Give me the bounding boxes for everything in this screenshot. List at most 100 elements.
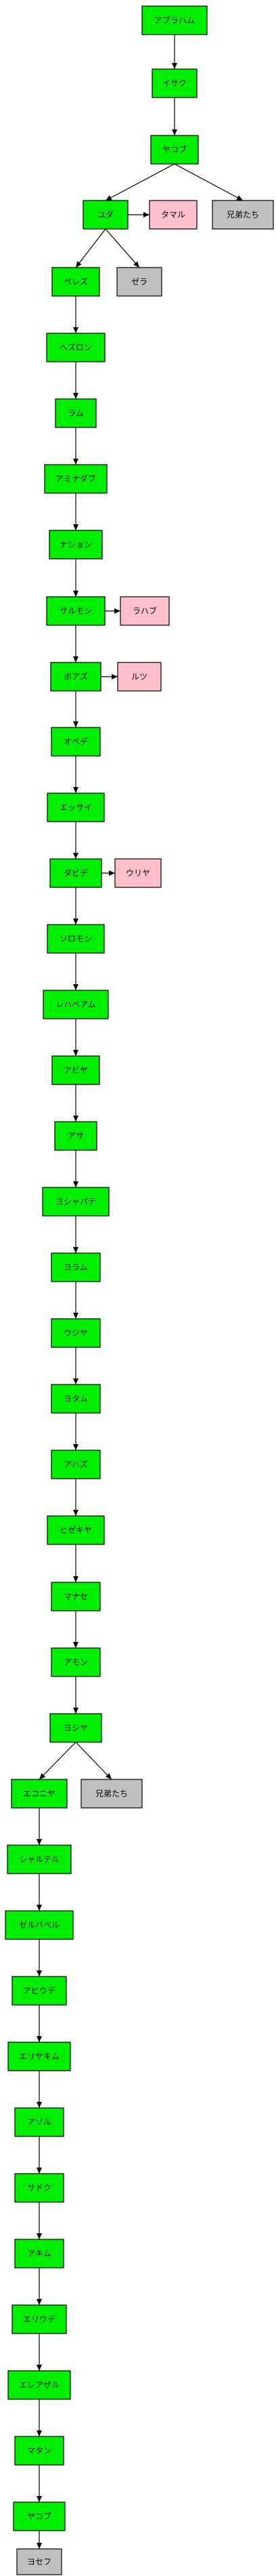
node-box: [47, 924, 105, 954]
node-label: ウジヤ: [64, 1328, 88, 1338]
node-label: ダビデ: [64, 868, 88, 878]
node-box: [149, 200, 198, 230]
node-matthan: マタン: [14, 2436, 64, 2466]
node-ram: ラム: [55, 398, 97, 428]
node-label: エコニヤ: [23, 1789, 55, 1798]
node-label: マタン: [27, 2446, 51, 2455]
node-zadok: サドク: [14, 2173, 64, 2203]
node-label: アハズ: [64, 1459, 88, 1469]
node-box: [54, 1121, 97, 1151]
node-box: [46, 333, 106, 362]
node-label: ラハブ: [133, 606, 157, 616]
node-label: ヨシャパテ: [55, 1197, 96, 1206]
node-label: アモン: [64, 1657, 88, 1667]
node-abijah: アビヤ: [51, 1055, 100, 1085]
node-eliakim: エリヤキム: [7, 2042, 71, 2071]
node-label: アブラハム: [154, 15, 195, 25]
node-box: [14, 2107, 64, 2137]
node-box: [51, 727, 101, 757]
node-label: イサク: [162, 79, 187, 88]
node-abiud: アビウデ: [12, 1976, 67, 2006]
node-box: [212, 200, 274, 230]
node-ruth: ルツ: [117, 662, 162, 692]
node-label: エリウデ: [23, 2314, 55, 2324]
node-box: [47, 1515, 105, 1545]
node-label: ナション: [60, 540, 92, 549]
node-label: ゼルバベル: [19, 1920, 60, 1930]
node-label: ヤコブ: [162, 144, 187, 154]
node-box: [42, 1187, 110, 1217]
node-joseph: ヨセフ: [16, 2548, 62, 2575]
node-isaac: イサク: [152, 68, 198, 98]
node-box: [55, 398, 97, 428]
node-brothers1: 兄弟たち: [212, 200, 274, 230]
node-eliud: エリウデ: [12, 2304, 67, 2334]
node-jacob2: ヤコブ: [13, 2501, 66, 2531]
node-box: [120, 596, 170, 626]
node-label: 兄弟たち: [95, 1789, 128, 1798]
node-box: [51, 1055, 100, 1085]
node-label: アサ: [68, 1131, 84, 1141]
node-label: エッサイ: [60, 803, 92, 812]
node-box: [13, 2501, 66, 2531]
node-judah: ユダ: [83, 200, 129, 230]
node-box: [12, 1976, 67, 2006]
node-box: [7, 1844, 72, 1874]
node-eleazar: エレアザル: [7, 2370, 71, 2400]
node-label: アキム: [27, 2249, 51, 2258]
node-abraham: アブラハム: [141, 5, 208, 35]
node-jesse: エッサイ: [47, 793, 105, 822]
node-asa: アサ: [54, 1121, 97, 1151]
node-amminadab: アミナダブ: [44, 464, 108, 494]
node-label: シャルテル: [19, 1855, 60, 1864]
node-box: [49, 1713, 102, 1743]
node-box: [51, 1318, 101, 1348]
node-box: [46, 596, 106, 626]
node-box: [47, 793, 105, 822]
node-label: サルモン: [60, 606, 92, 616]
node-box: [114, 858, 162, 888]
node-hezron: ヘズロン: [46, 333, 106, 362]
node-box: [80, 1779, 143, 1809]
node-salmon: サルモン: [46, 596, 106, 626]
node-box: [51, 1450, 101, 1479]
node-joram: ヨラム: [51, 1252, 101, 1282]
node-jotham: ヨタム: [51, 1384, 101, 1414]
node-shealtiel: シャルテル: [7, 1844, 72, 1874]
node-label: ヨラム: [64, 1263, 88, 1272]
node-box: [141, 5, 208, 35]
node-uriah: ウリヤ: [114, 858, 162, 888]
node-label: オベデ: [64, 736, 88, 746]
node-box: [150, 135, 199, 165]
node-box: [14, 2173, 64, 2203]
node-box: [5, 1910, 74, 1940]
node-david: ダビデ: [49, 858, 102, 888]
node-label: ボアズ: [64, 671, 88, 681]
node-rahab: ラハブ: [120, 596, 170, 626]
node-box: [43, 990, 109, 1019]
node-label: マナセ: [64, 1592, 88, 1601]
edge-judah-perez: [75, 228, 106, 268]
node-box: [50, 662, 101, 692]
node-box: [116, 267, 162, 297]
node-label: アビウデ: [23, 1985, 55, 1996]
node-label: ヨセフ: [27, 2557, 51, 2567]
node-amon: アモン: [51, 1647, 101, 1677]
edges-layer: [37, 35, 244, 2549]
node-tamar: タマル: [149, 200, 198, 230]
node-achim: アキム: [14, 2239, 64, 2268]
node-boaz: ボアズ: [50, 662, 101, 692]
node-box: [51, 267, 100, 297]
node-label: アミナダブ: [55, 473, 96, 484]
node-label: アゾル: [27, 2117, 51, 2127]
node-jeconiah: エコニヤ: [11, 1779, 68, 1809]
node-label: アビヤ: [64, 1065, 88, 1075]
node-perez: ペレズ: [51, 267, 100, 297]
nodes-layer: アブラハムイサクヤコブ兄弟たちユダタマルゼラペレズヘズロンラムアミナダブナション…: [5, 5, 274, 2575]
node-box: [51, 1252, 101, 1282]
node-label: タマル: [161, 210, 185, 219]
node-label: エレアザル: [19, 2380, 60, 2390]
node-box: [16, 2548, 62, 2575]
node-label: ヒゼキヤ: [60, 1525, 92, 1535]
